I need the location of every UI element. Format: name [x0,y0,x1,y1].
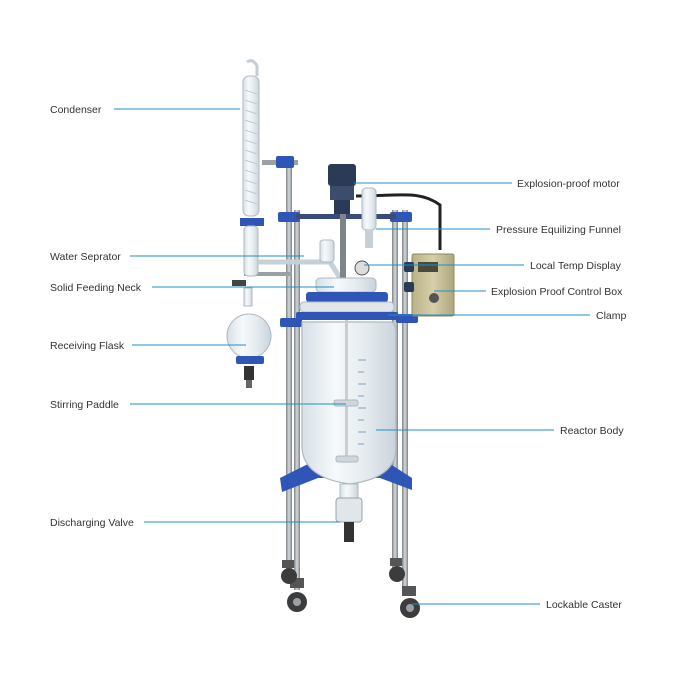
leaders-right [354,182,590,605]
mid-bracket-right [396,314,418,323]
control-box [404,253,455,317]
label-water-separator: Water Seprator [50,251,121,263]
labels-right: Explosion-proof motor Pressure Equilizin… [491,178,627,611]
condenser-arm-bracket [276,156,294,168]
label-control-box: Explosion Proof Control Box [491,286,623,298]
label-temp-display: Local Temp Display [530,260,622,272]
label-lockable-caster: Lockable Caster [546,599,622,611]
caster-front-left [287,578,307,612]
caster-rear-left [281,560,297,584]
label-condenser: Condenser [50,104,102,116]
flask-arm [244,272,292,276]
lid-assembly [296,214,398,320]
front-left-post [294,210,300,590]
leaders-left [114,108,346,523]
front-right-post [402,210,408,595]
pressure-funnel [361,187,377,248]
label-clamp: Clamp [596,310,627,322]
label-solid-feeding-neck: Solid Feeding Neck [50,282,142,294]
mid-bracket-left [280,318,302,327]
reactor-body [301,320,397,542]
condenser [240,59,264,226]
receiving-flask [226,287,272,388]
caster-rear-right [389,558,405,582]
label-reactor-body: Reactor Body [560,425,624,437]
rear-left-post [286,160,292,580]
label-pressure-funnel: Pressure Equilizing Funnel [496,224,621,236]
water-separator [232,225,343,286]
casters [281,558,420,618]
label-stirring-paddle: Stirring Paddle [50,399,119,411]
label-explosion-proof-motor: Explosion-proof motor [517,178,620,190]
caster-front-right [400,586,420,618]
label-receiving-flask: Receiving Flask [50,340,125,352]
label-discharging-valve: Discharging Valve [50,517,134,529]
labels-left: Condenser Water Seprator Solid Feeding N… [50,104,142,529]
top-bracket-left [278,212,300,222]
